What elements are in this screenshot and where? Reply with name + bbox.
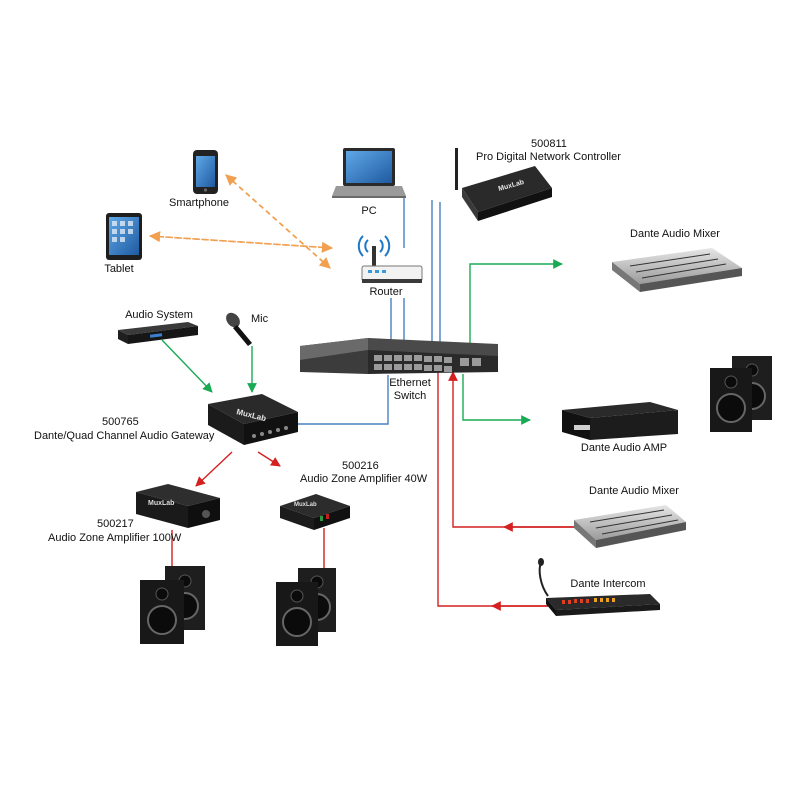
speaker-icon — [140, 580, 184, 644]
gateway-to-amp40 — [257, 451, 281, 467]
dante-amp-label: Dante Audio AMP — [581, 442, 667, 454]
mic-label: Mic — [251, 313, 269, 325]
mixer-bottom-to-switch — [448, 371, 574, 528]
mixer-icon — [574, 505, 686, 548]
amp40-icon: MuxLab — [280, 494, 350, 530]
audio-system-to-gateway — [161, 339, 213, 393]
gateway-icon: MuxLab — [208, 394, 298, 445]
smartphone-wifi-back — [225, 174, 331, 269]
pc-device[interactable]: PC — [332, 148, 406, 217]
network-links — [292, 193, 441, 425]
gateway-switch-link — [292, 375, 389, 425]
tablet-wifi-back — [149, 235, 334, 253]
smartphone-icon — [193, 150, 218, 194]
input-links — [161, 259, 563, 425]
mic-device[interactable]: Mic — [223, 310, 269, 346]
switch-to-mixer-top — [469, 259, 563, 354]
switch-icon — [300, 338, 498, 374]
switch-to-dante-amp — [462, 374, 531, 425]
mixer-icon — [612, 248, 742, 292]
gateway-label: Dante/Quad Channel Audio Gateway — [34, 430, 215, 442]
mic-icon — [226, 312, 252, 346]
mixer-top-label: Dante Audio Mixer — [630, 228, 720, 240]
controller-icon: MuxLab — [455, 148, 552, 221]
switch-label-line2: Switch — [394, 390, 426, 402]
dante-amp-device[interactable]: Dante Audio AMP — [562, 402, 678, 454]
amp100-icon: MuxLab — [136, 484, 220, 528]
svg-text:MuxLab: MuxLab — [294, 502, 317, 508]
amp40-model: 500216 — [342, 460, 379, 472]
gateway-device[interactable]: 500765 Dante/Quad Channel Audio Gateway … — [34, 394, 298, 445]
smartphone-device[interactable]: Smartphone — [169, 150, 229, 209]
wireless-links — [148, 174, 334, 269]
tablet-label: Tablet — [104, 263, 133, 275]
controller-model: 500811 — [531, 138, 567, 150]
amp40-device[interactable]: 500216 Audio Zone Amplifier 40W MuxLab — [280, 460, 428, 530]
mixer-bottom-label: Dante Audio Mixer — [589, 485, 679, 497]
audio-system-label: Audio System — [125, 309, 193, 321]
tablet-icon — [106, 213, 142, 260]
laptop-icon — [332, 148, 406, 198]
amp100-device[interactable]: MuxLab 500217 Audio Zone Amplifier 100W — [48, 484, 220, 544]
amp100-model: 500217 — [97, 518, 134, 530]
gateway-to-amp100 — [195, 451, 233, 487]
router-device[interactable]: Router — [357, 235, 423, 298]
router-label: Router — [369, 286, 402, 298]
audio-system-device[interactable]: Audio System — [118, 309, 198, 344]
smartphone-label: Smartphone — [169, 197, 229, 209]
mixer-bottom-device[interactable]: Dante Audio Mixer — [574, 485, 686, 548]
output-links — [171, 371, 574, 611]
mixer-top-device[interactable]: Dante Audio Mixer — [612, 228, 742, 292]
router-icon — [357, 235, 423, 283]
intercom-label: Dante Intercom — [570, 578, 645, 590]
dante-amp-icon — [562, 402, 678, 440]
controller-label: Pro Digital Network Controller — [476, 151, 621, 163]
intercom-to-switch — [437, 372, 548, 607]
switch-device[interactable]: Ethernet Switch — [300, 338, 498, 402]
gateway-model: 500765 — [102, 416, 139, 428]
speaker-icon — [276, 582, 318, 646]
intercom-device[interactable]: Dante Intercom — [538, 558, 660, 616]
speaker-icon — [710, 368, 752, 432]
speakers-left — [140, 566, 205, 644]
speakers-right — [710, 356, 772, 432]
intercom-icon — [538, 558, 660, 616]
audio-system-icon — [118, 322, 198, 344]
amp40-label: Audio Zone Amplifier 40W — [300, 473, 428, 485]
amp100-label: Audio Zone Amplifier 100W — [48, 532, 182, 544]
controller-device[interactable]: MuxLab 500811 Pro Digital Network Contro… — [455, 138, 621, 221]
speakers-middle — [276, 568, 336, 646]
pc-label: PC — [361, 205, 376, 217]
switch-label-line1: Ethernet — [389, 377, 431, 389]
tablet-device[interactable]: Tablet — [104, 213, 142, 275]
svg-text:MuxLab: MuxLab — [148, 500, 174, 507]
